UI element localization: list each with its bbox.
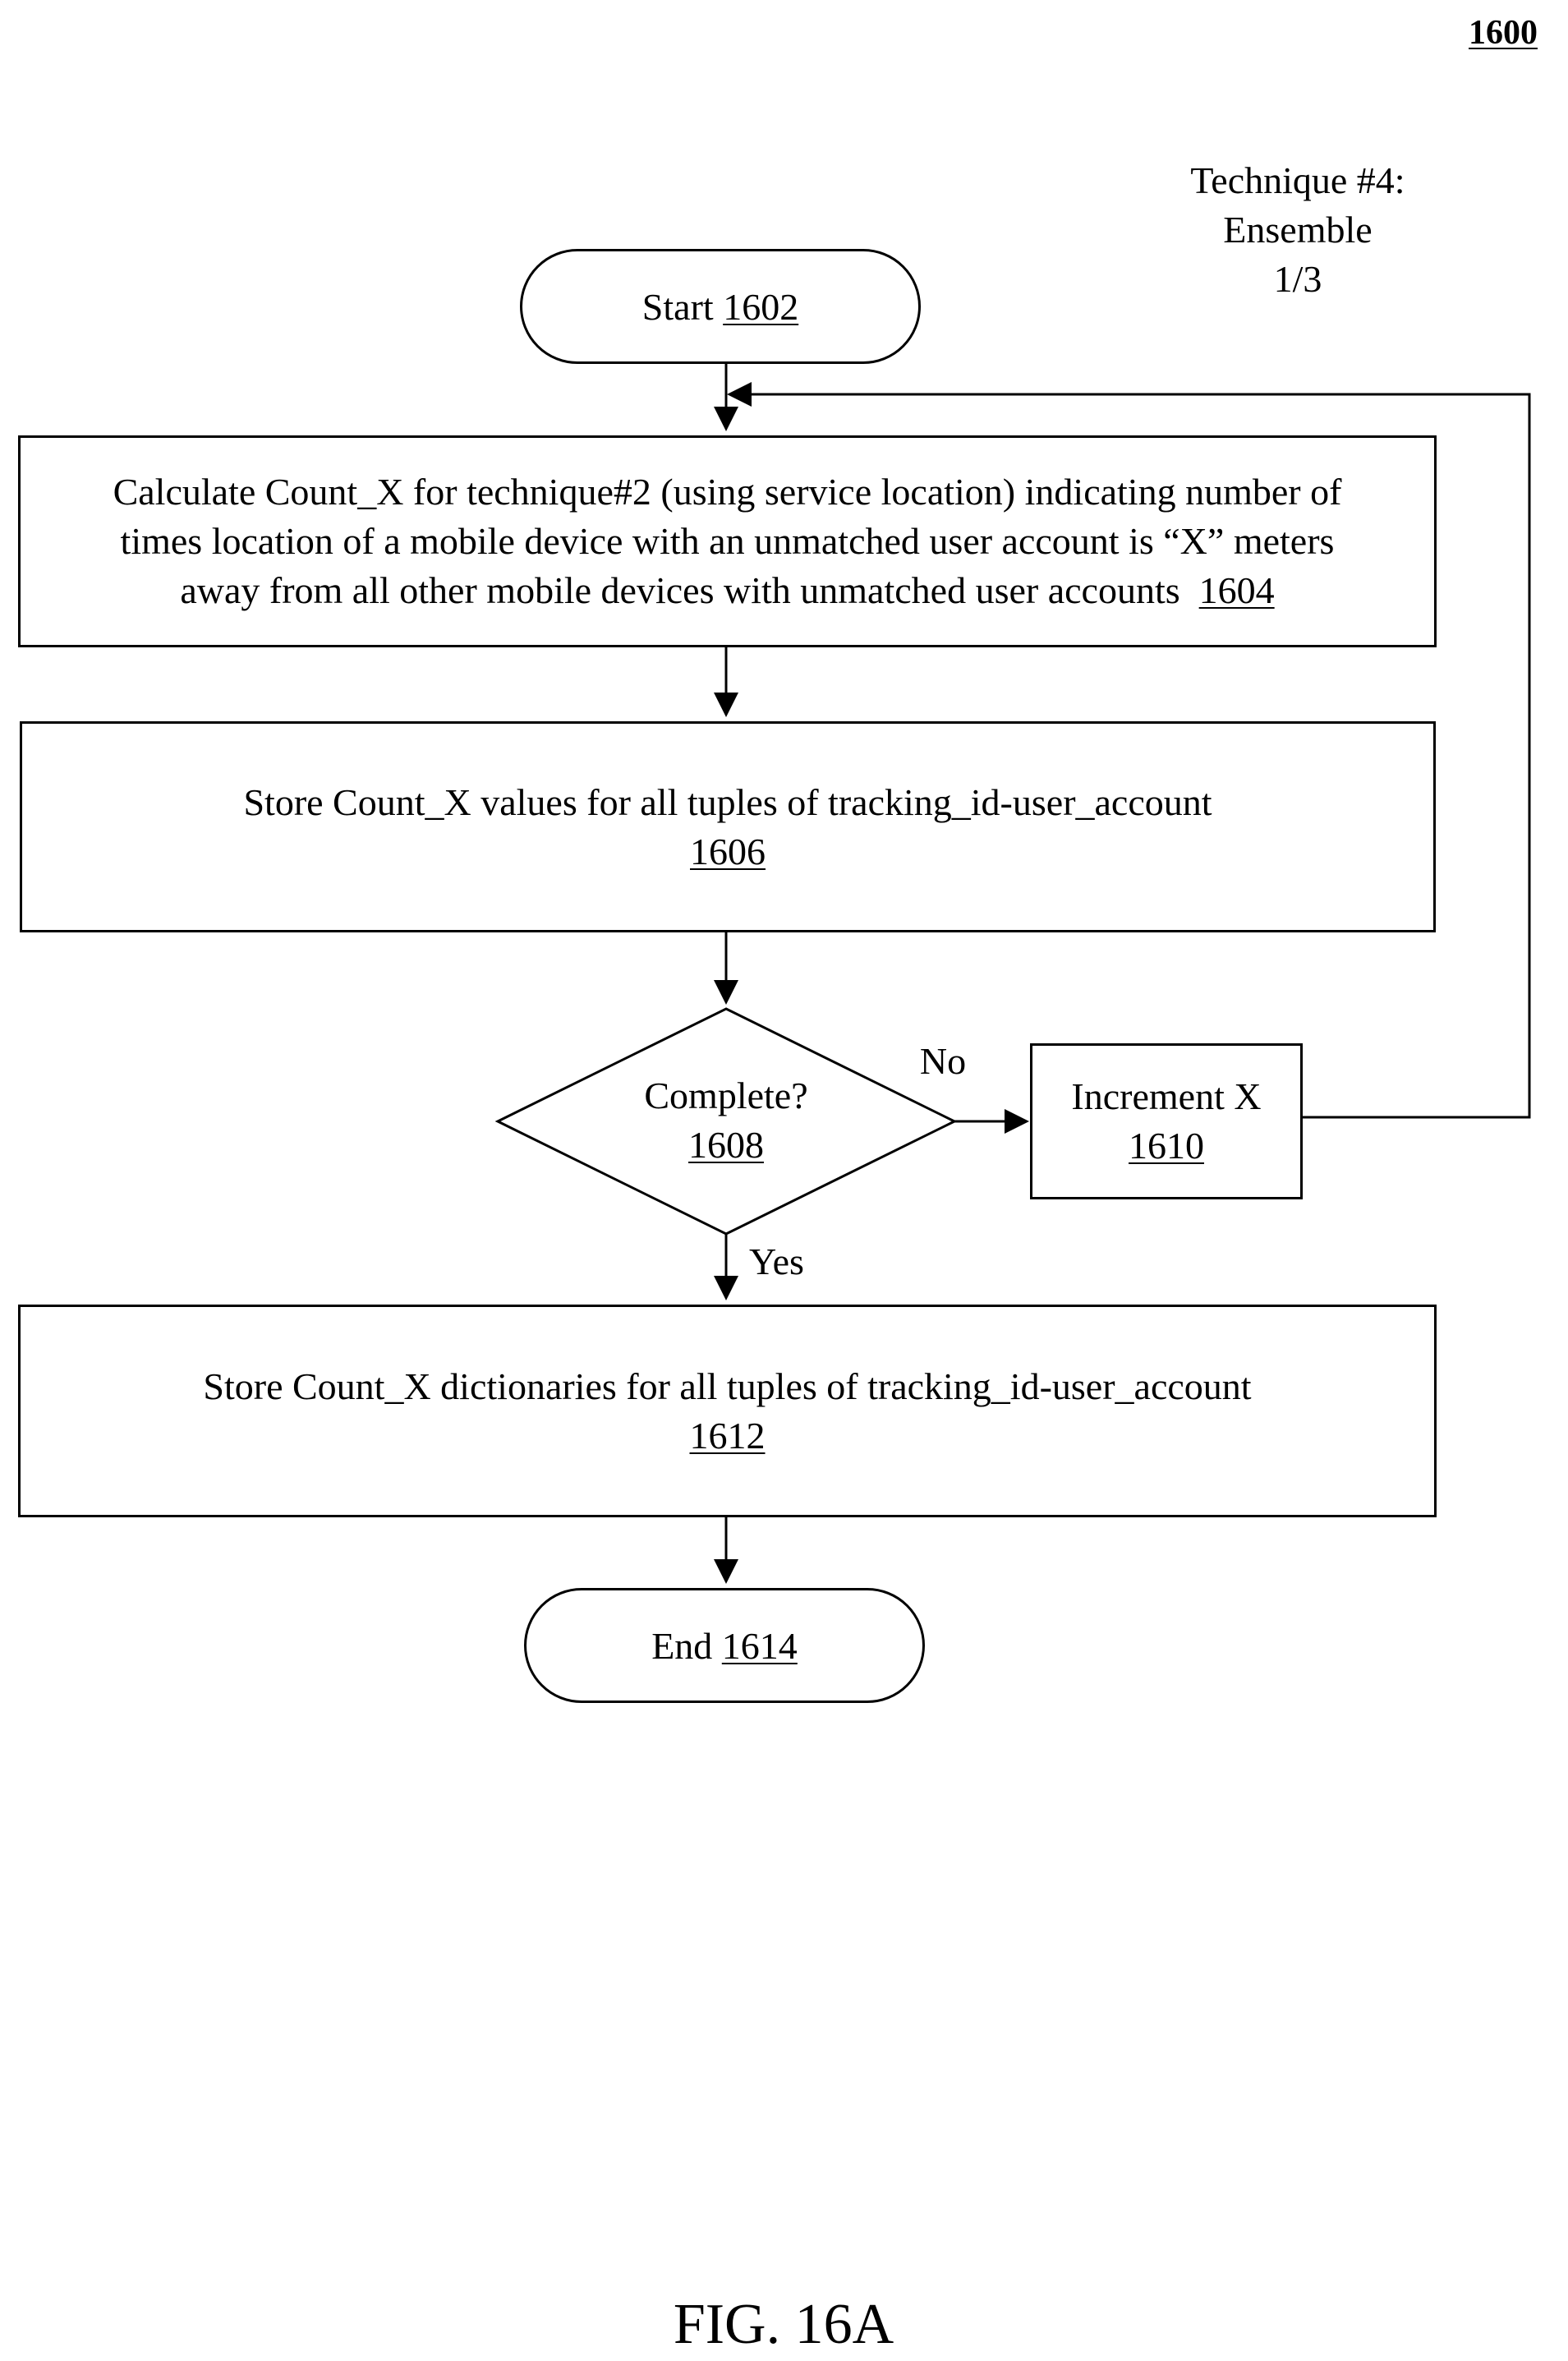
decision-1608-label: Complete? (562, 1071, 890, 1121)
end-ref: 1614 (722, 1624, 798, 1668)
step-1604-line1: Calculate Count_X for technique#2 (using… (113, 467, 1342, 517)
end-terminal: End 1614 (524, 1588, 925, 1703)
end-label: End (651, 1624, 712, 1668)
step-1612-text: Store Count_X dictionaries for all tuple… (203, 1362, 1251, 1411)
decision-1608-ref: 1608 (562, 1121, 890, 1170)
step-1612-ref: 1612 (690, 1411, 766, 1461)
decision-1608-text: Complete? 1608 (562, 1071, 890, 1170)
step-1604-line3: away from all other mobile devices with … (180, 566, 1274, 615)
technique-title-line1: Technique #4: (1133, 156, 1462, 205)
start-terminal: Start 1602 (520, 249, 921, 364)
step-1610-text: Increment X (1071, 1072, 1261, 1121)
figure-caption: FIG. 16A (578, 2292, 989, 2358)
start-ref: 1602 (723, 285, 798, 329)
step-1604-line3-text: away from all other mobile devices with … (180, 569, 1179, 611)
process-box-1606: Store Count_X values for all tuples of t… (20, 721, 1436, 932)
edge-label-yes: Yes (749, 1237, 831, 1286)
step-1606-text: Store Count_X values for all tuples of t… (243, 778, 1212, 827)
step-1604-line2: times location of a mobile device with a… (121, 517, 1335, 566)
technique-title-line2: Ensemble (1133, 205, 1462, 255)
technique-title: Technique #4: Ensemble 1/3 (1133, 156, 1462, 304)
process-box-1610: Increment X 1610 (1030, 1043, 1303, 1199)
process-box-1612: Store Count_X dictionaries for all tuple… (18, 1305, 1437, 1517)
technique-title-line3: 1/3 (1133, 255, 1462, 304)
process-box-1604: Calculate Count_X for technique#2 (using… (18, 435, 1437, 647)
edge-label-no: No (910, 1037, 976, 1086)
step-1606-ref: 1606 (690, 827, 766, 877)
step-1610-ref: 1610 (1129, 1121, 1204, 1171)
figure-number: 1600 (1446, 8, 1561, 58)
step-1604-ref: 1604 (1199, 569, 1275, 611)
start-label: Start (642, 285, 714, 329)
